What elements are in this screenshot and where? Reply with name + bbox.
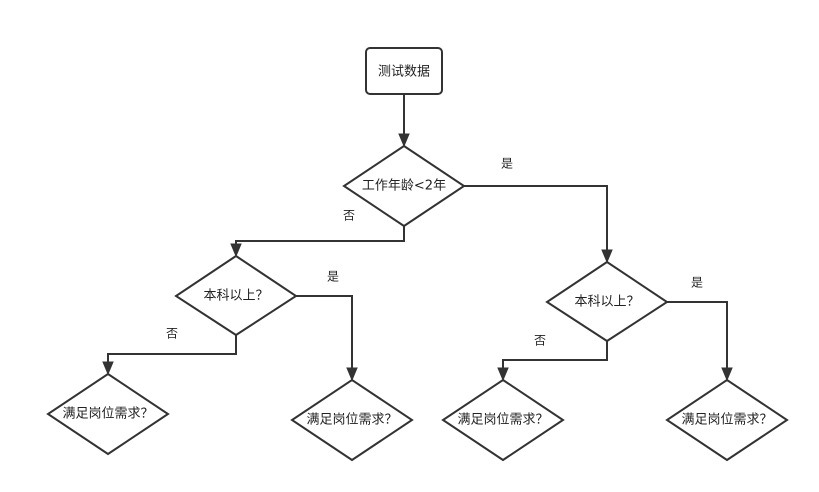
arrow-years-no bbox=[230, 243, 242, 258]
decision-years bbox=[342, 144, 466, 228]
decision-bachelor-left bbox=[174, 254, 298, 337]
decision-requirement-4-label: 满足岗位需求？ bbox=[681, 413, 772, 428]
edge-label-left-no: 否 bbox=[166, 327, 178, 341]
arrow-start-to-years bbox=[398, 133, 410, 148]
start-node bbox=[365, 47, 443, 95]
arrow-right-yes bbox=[721, 367, 733, 382]
arrow-left-no bbox=[102, 361, 114, 376]
decision-requirement-1-label: 满足岗位需求？ bbox=[62, 407, 153, 422]
decision-requirement-2 bbox=[290, 378, 414, 462]
start-node-label: 测试数据 bbox=[378, 65, 430, 80]
edge-label-left-yes: 是 bbox=[327, 270, 339, 284]
decision-requirement-3 bbox=[441, 378, 565, 462]
edge-label-years-no: 否 bbox=[343, 209, 355, 223]
edge-label-right-yes: 是 bbox=[691, 276, 703, 290]
edge-left-yes bbox=[296, 295, 353, 372]
edge-right-no bbox=[502, 341, 608, 372]
edge-label-years-yes: 是 bbox=[501, 157, 513, 171]
decision-requirement-3-label: 满足岗位需求？ bbox=[457, 413, 548, 428]
decision-years-label: 工作年龄<2年 bbox=[362, 179, 446, 194]
edge-left-no bbox=[107, 335, 237, 366]
decision-bachelor-left-label: 本科以上？ bbox=[203, 289, 268, 304]
arrow-years-yes bbox=[601, 249, 613, 264]
edge-right-yes bbox=[667, 301, 728, 372]
decision-requirement-2-label: 满足岗位需求？ bbox=[306, 413, 397, 428]
decision-requirement-1 bbox=[46, 372, 170, 456]
arrow-right-no bbox=[497, 367, 509, 382]
decision-requirement-4 bbox=[665, 378, 789, 462]
edge-years-no bbox=[235, 226, 405, 248]
decision-bachelor-right-label: 本科以上？ bbox=[574, 295, 639, 310]
edge-label-right-no: 否 bbox=[534, 334, 546, 348]
arrow-left-yes bbox=[346, 367, 358, 382]
edge-years-yes bbox=[464, 185, 608, 254]
decision-bachelor-right bbox=[545, 260, 669, 343]
